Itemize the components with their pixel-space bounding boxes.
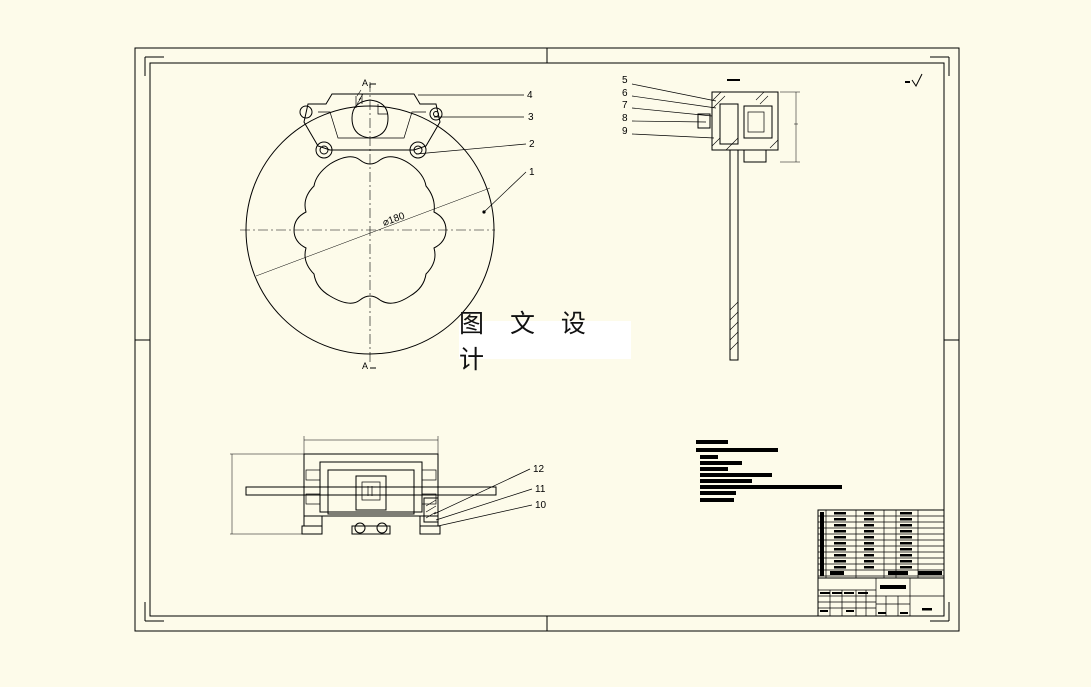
- watermark-banner: 图 文 设 计: [459, 309, 631, 374]
- callout-1: 1: [529, 167, 535, 178]
- callout-2: 2: [529, 139, 535, 150]
- caliper-top-outline: [303, 453, 439, 517]
- callout-7: 7: [622, 100, 628, 111]
- rotor-edge-bar: [245, 486, 497, 496]
- callout-3: 3: [528, 112, 534, 123]
- caliper-section-housing: [711, 91, 779, 151]
- callout-9: 9: [622, 126, 628, 137]
- callout-12: 12: [533, 464, 545, 475]
- caliper-body: [299, 89, 443, 159]
- side-section-view: 5 6 7 8 9: [622, 75, 800, 361]
- callout-5: 5: [622, 75, 628, 86]
- section-marker-top: A: [362, 78, 368, 88]
- callout-4: 4: [527, 90, 533, 101]
- callout-6: 6: [622, 88, 628, 99]
- callout-11: 11: [535, 484, 546, 495]
- title-block: [817, 509, 945, 617]
- diameter-dimension-line: [255, 187, 491, 277]
- callout-10: 10: [535, 500, 547, 511]
- technical-notes: [696, 440, 842, 502]
- sheet-frame: [134, 47, 960, 632]
- bottom-view: 12 11 10: [230, 436, 547, 535]
- rotor-hat-profile: [293, 156, 447, 304]
- callout-8: 8: [622, 113, 628, 124]
- roughness-symbol: [905, 73, 923, 87]
- section-marker-bottom: A: [362, 361, 368, 371]
- parts-list: [818, 510, 944, 578]
- diameter-label: ⌀180: [381, 211, 407, 229]
- brake-rotor-outline: [245, 105, 495, 355]
